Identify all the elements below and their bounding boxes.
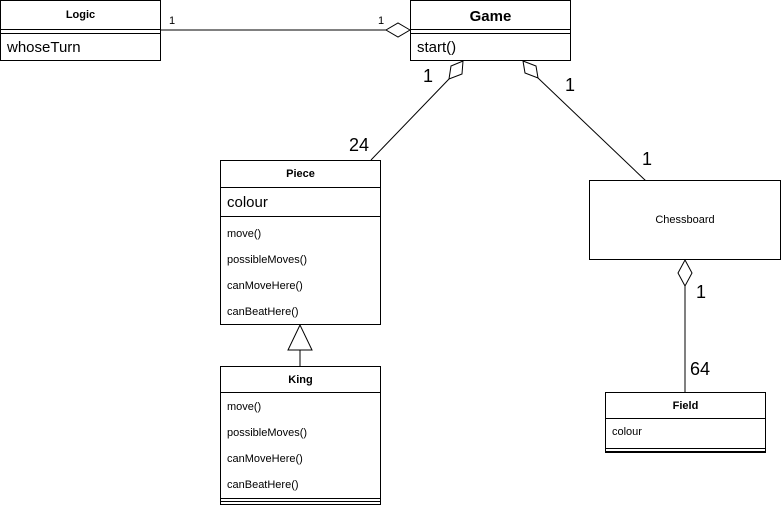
chessboard-class[interactable]: Chessboard: [589, 180, 781, 260]
piece-attribute: colour: [227, 194, 268, 211]
game-chessboard-aggregation-diamond: [522, 60, 539, 79]
multiplicity-label: 1: [423, 66, 434, 86]
king-class[interactable]: King move() possibleMoves() canMoveHere(…: [220, 366, 381, 505]
game-piece-association: [370, 78, 450, 161]
multiplicity-label: 1: [642, 149, 653, 169]
piece-divider: [221, 187, 380, 188]
king-method: possibleMoves(): [227, 427, 308, 439]
multiplicity-label: 1: [696, 282, 707, 302]
game-class-name: Game: [469, 8, 512, 25]
king-divider: [221, 392, 380, 393]
field-class-name: Field: [672, 400, 699, 412]
game-chessboard-association: [537, 77, 647, 182]
game-piece-aggregation-diamond: [448, 60, 464, 80]
multiplicity-label: 1: [565, 75, 576, 95]
chessboard-field-aggregation-diamond: [677, 258, 693, 288]
king-divider: [221, 498, 380, 499]
king-method: move(): [227, 401, 262, 413]
game-divider: [411, 33, 570, 34]
piece-method: possibleMoves(): [227, 254, 308, 266]
game-divider: [411, 29, 570, 30]
logic-attribute: whoseTurn: [7, 39, 81, 56]
piece-method: canBeatHere(): [227, 306, 299, 318]
piece-divider: [221, 216, 380, 217]
piece-class-name: Piece: [286, 168, 315, 180]
game-class[interactable]: Game start(): [410, 0, 571, 61]
multiplicity-label: 1: [378, 15, 385, 27]
generalization-arrowhead: [287, 323, 313, 351]
king-method: canMoveHere(): [227, 453, 303, 465]
king-divider: [221, 501, 380, 502]
field-attribute: colour: [612, 426, 642, 438]
multiplicity-label: 64: [690, 359, 711, 379]
piece-method: move(): [227, 228, 262, 240]
game-aggregation-diamond-left: [385, 22, 411, 38]
piece-class[interactable]: Piece colour move() possibleMoves() canM…: [220, 160, 381, 325]
logic-divider: [1, 33, 160, 34]
king-class-name: King: [288, 374, 313, 386]
multiplicity-label: 24: [349, 135, 370, 155]
game-method: start(): [417, 39, 457, 56]
logic-divider: [1, 29, 160, 30]
logic-class[interactable]: Logic whoseTurn: [0, 0, 161, 61]
logic-class-name: Logic: [65, 9, 96, 21]
chessboard-class-name: Chessboard: [655, 214, 715, 226]
field-divider: [606, 448, 765, 449]
field-divider: [606, 418, 765, 419]
field-class[interactable]: Field colour: [605, 392, 766, 453]
multiplicity-label: 1: [169, 15, 176, 27]
piece-method: canMoveHere(): [227, 280, 303, 292]
field-divider: [606, 451, 765, 452]
king-method: canBeatHere(): [227, 479, 299, 491]
